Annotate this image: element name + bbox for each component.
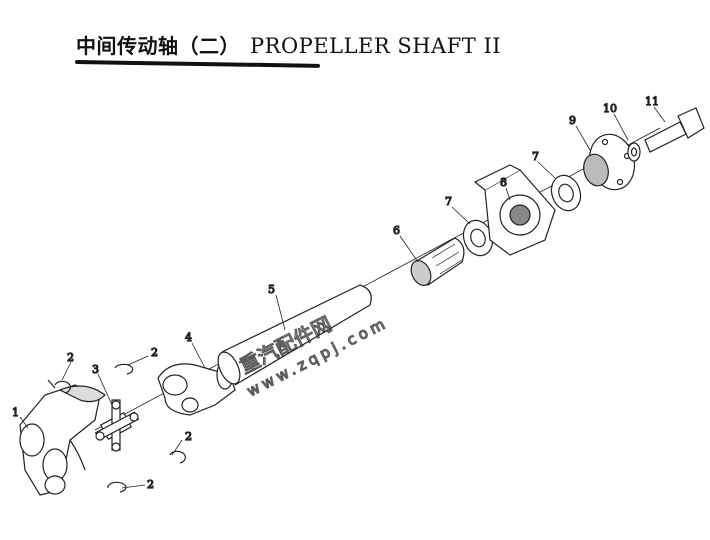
part-1-flange-yoke — [19, 384, 106, 496]
title-english: PROPELLER SHAFT II — [250, 34, 502, 58]
label-part-2: 2 — [147, 478, 154, 491]
label-part-11: 11 — [645, 95, 659, 108]
part-8-bearing-bracket — [473, 164, 556, 256]
title-chinese: 中间传动轴（二） — [76, 34, 240, 58]
part-6-splined-shaft — [410, 237, 465, 286]
label-part-7: 7 — [445, 195, 452, 208]
label-part-2: 2 — [67, 351, 74, 364]
label-part-7: 7 — [532, 150, 539, 163]
part-2-snap-rings — [47, 363, 186, 493]
label-part-3: 3 — [92, 363, 99, 376]
part-7-washers — [462, 174, 582, 257]
label-part-1: 1 — [12, 406, 19, 419]
label-part-2: 2 — [151, 346, 158, 359]
part-10-washer — [627, 142, 641, 162]
label-part-9: 9 — [569, 114, 576, 127]
label-part-4: 4 — [185, 331, 192, 344]
part-11-bolt — [644, 107, 705, 153]
leader-lines — [19, 106, 666, 489]
label-part-10: 10 — [603, 102, 617, 115]
label-part-5: 5 — [268, 283, 275, 296]
part-5-shaft-tube — [217, 284, 372, 386]
label-part-2: 2 — [185, 430, 192, 443]
page-title: 中间传动轴（二） PROPELLER SHAFT II — [76, 30, 501, 59]
part-3-cross-journal — [94, 399, 140, 452]
part-9-companion-flange — [583, 133, 636, 191]
label-part-6: 6 — [393, 224, 400, 237]
label-part-8: 8 — [500, 176, 507, 189]
